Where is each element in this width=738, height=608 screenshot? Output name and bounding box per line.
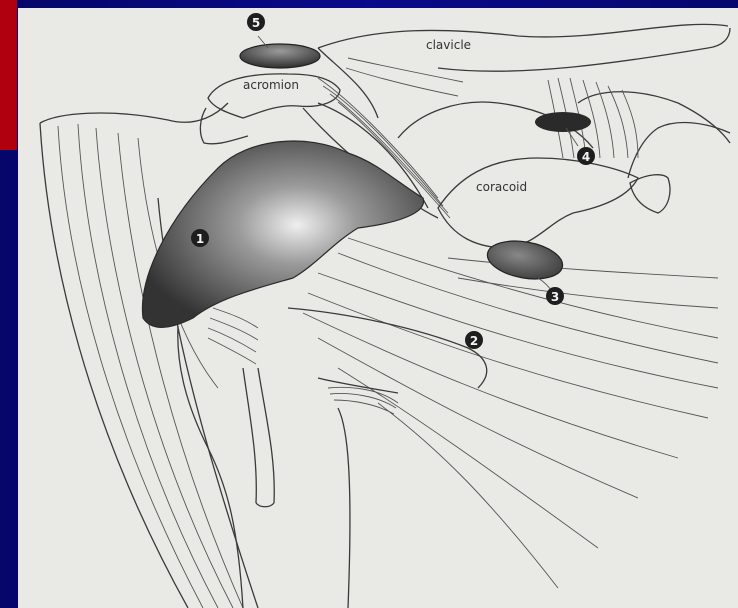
label-acromion: acromion: [243, 78, 299, 92]
label-clavicle: clavicle: [426, 38, 471, 52]
diagram-paper: clavicle acromion coracoid 1 2 3 4 5: [18, 8, 738, 608]
marker-5: 5: [247, 13, 265, 31]
humerus-and-tendon: [178, 308, 274, 608]
bursa-5: [240, 36, 320, 68]
label-coracoid: coracoid: [476, 180, 527, 194]
subscapularis-fibers: [288, 238, 718, 608]
shoulder-anatomy-diagram: clavicle acromion coracoid 1 2 3 4 5: [18, 8, 738, 608]
marker-5-label: 5: [252, 16, 260, 30]
red-accent-tab: [0, 0, 17, 150]
marker-4-label: 4: [582, 150, 590, 164]
marker-4: 4: [577, 147, 595, 165]
marker-3-label: 3: [551, 290, 559, 304]
marker-2: 2: [465, 331, 483, 349]
bursa-4: [535, 112, 591, 146]
humeral-head: [142, 141, 423, 327]
marker-2-label: 2: [470, 334, 478, 348]
marker-1: 1: [191, 229, 209, 247]
marker-1-label: 1: [196, 232, 204, 246]
clavicle-bone: [318, 24, 730, 118]
marker-3: 3: [546, 287, 564, 305]
